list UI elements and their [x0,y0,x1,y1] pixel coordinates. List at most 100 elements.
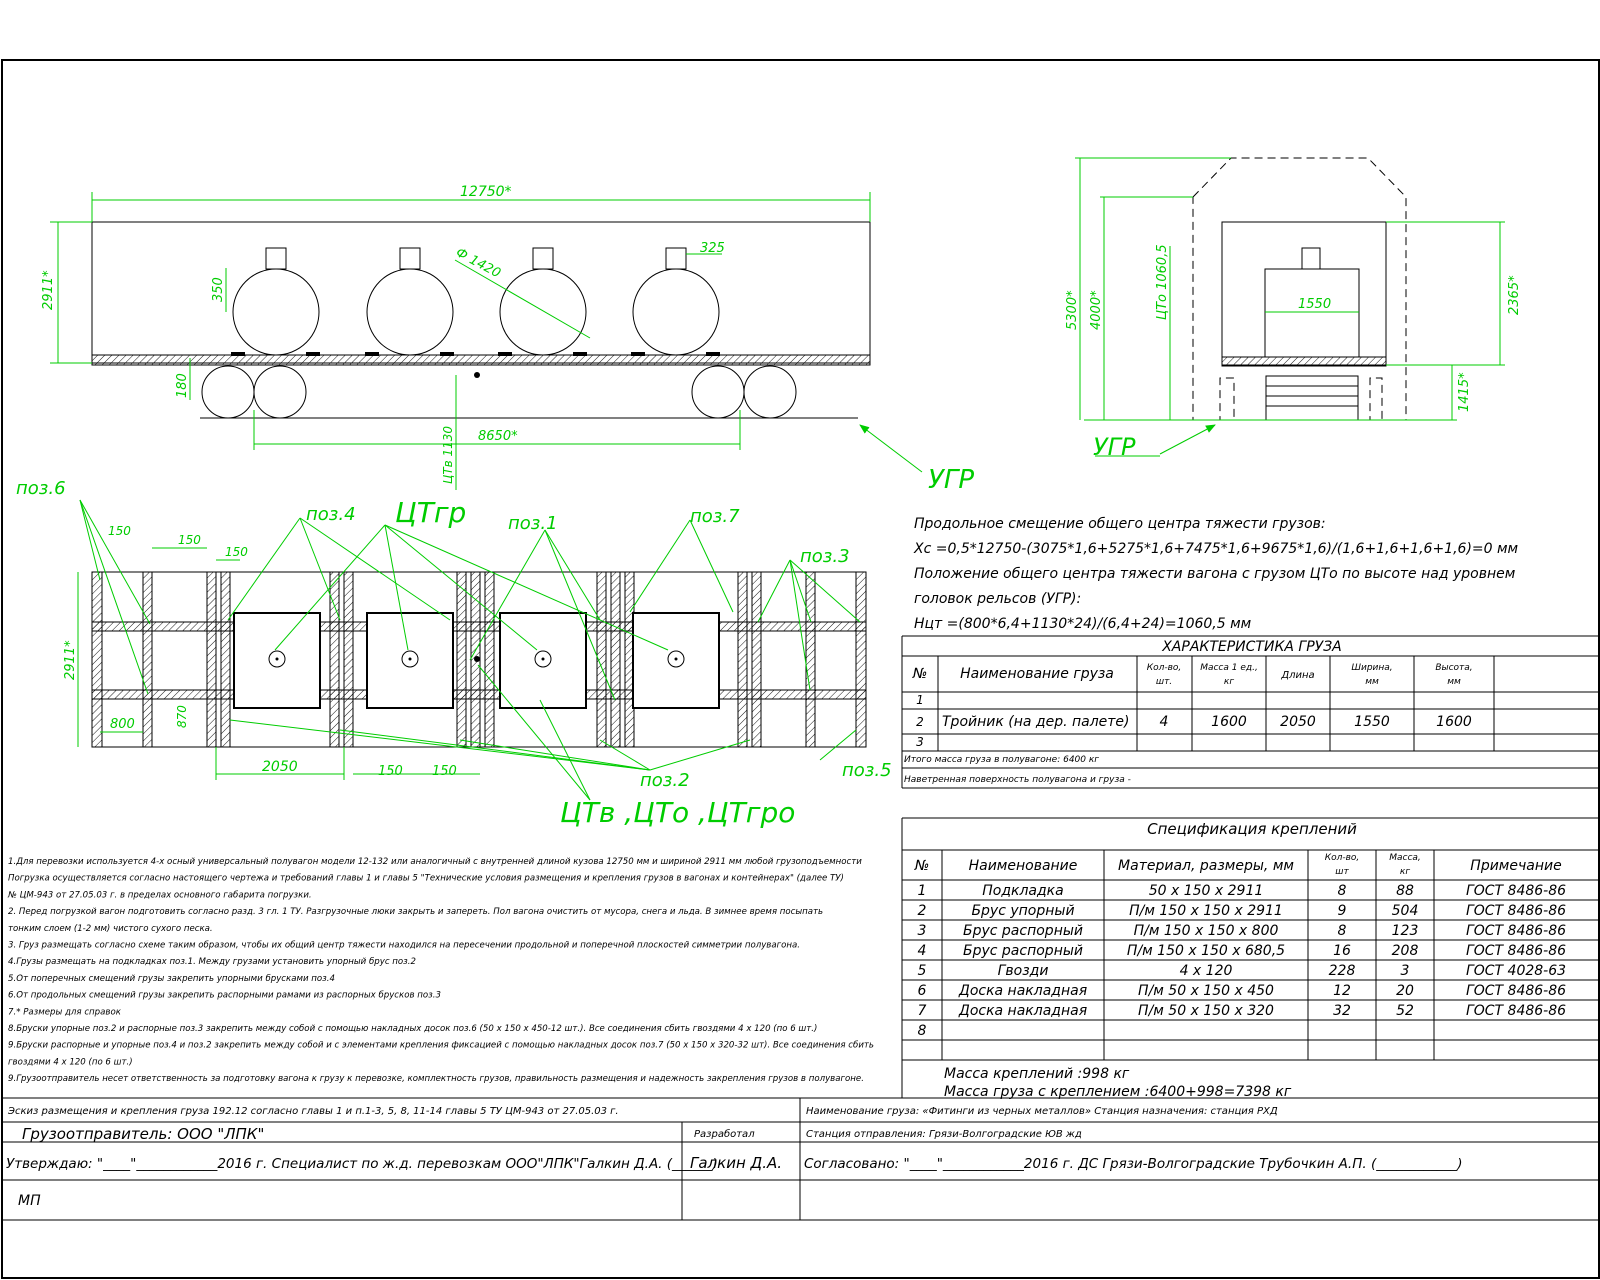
spec-cell: Подкладка [982,883,1063,899]
dim-180: 180 [175,373,190,398]
wagon-body-outline [91,221,871,364]
wheel [201,365,255,419]
cargo-cell: 3 [916,735,924,749]
dim-150-c: 150 [225,545,248,559]
spec-cell: Брус распорный [963,943,1083,959]
dim-height: 2911* [41,270,56,310]
wheel [691,365,745,419]
center-of-gravity-mark [474,372,480,378]
cargo-tee [499,247,587,356]
cargo-table: ХАРАКТЕРИСТИКА ГРУЗА № Наименование груза… [901,635,1599,789]
ugr-label-side: УГР [928,465,974,495]
spec-cell: П/м 50 х 150 х 450 [1138,983,1274,999]
cargo-plan [499,612,587,709]
cargo-cell: 1550 [1354,714,1390,730]
wagon-floor [91,354,871,366]
spec-cell: 88 [1396,883,1414,899]
approve-line: Утверждаю: "____"____________2016 г. Спе… [6,1156,718,1172]
cargo-header: Кол-во, [1147,663,1182,673]
loading-gauge-outline [1192,157,1407,421]
spec-cell: 16 [1333,943,1351,959]
stamp-label: МП [18,1193,41,1209]
cargo-header: Ширина, [1351,663,1392,673]
spec-cell: 50 х 150 х 2911 [1149,883,1264,899]
spec-cell: Доска накладная [958,983,1087,999]
cargo-tee [232,247,320,356]
cargo-header: мм [1447,677,1461,687]
calc-line-2: Хс =0,5*12750-(3075*1,6+5275*1,6+7475*1,… [913,541,1519,557]
spec-cell: 9 [1338,903,1347,919]
cargo-cell: 2 [916,715,924,729]
dim-150-a: 150 [108,524,131,538]
developer-name: Галкин Д.А. [690,1154,782,1172]
cargo-header: № [912,666,928,682]
cargo-tee [632,247,720,356]
spec-cell: 3 [918,923,927,939]
cargo-table-title: ХАРАКТЕРИСТИКА ГРУЗА [1161,639,1342,655]
station-caption: Станция отправления: Грязи-Волгоградские… [806,1129,1082,1140]
spec-header: Примечание [1470,858,1561,874]
calc-line-3: Положение общего центра тяжести вагона с… [914,566,1516,582]
spec-cell: П/м 150 х 150 х 680,5 [1127,943,1285,959]
spec-mass-total: Масса груза с креплением :6400+998=7398 … [944,1084,1292,1100]
spec-header: Материал, размеры, мм [1118,858,1294,874]
spec-cell: П/м 50 х 150 х 320 [1138,1003,1274,1019]
note-line: 3. Груз размещать согласно схеме таким о… [8,941,800,951]
dim-5300: 5300* [1065,290,1080,330]
cargo-header: мм [1365,677,1379,687]
note-line: 9.Бруски распорные и упорные поз.4 и поз… [8,1041,874,1051]
cargo-cell: 1 [916,693,924,707]
spec-cell: 1 [918,883,927,899]
spec-cell: 6 [918,983,927,999]
note-line: 5.От поперечных смещений грузы закрепить… [8,974,335,984]
cto-label: ЦТо 1060,5 [1155,244,1170,320]
spec-cell: 3 [1401,963,1410,979]
cargo-header: кг [1224,677,1234,687]
dim-length: 12750* [460,184,512,200]
note-line: 2. Перед погрузкой вагон подготовить сог… [8,907,823,917]
agreed-line: Согласовано: "____"____________2016 г. Д… [804,1156,1462,1172]
ctv-label: ЦТв 1130 [441,426,455,484]
leader-lines [79,499,861,801]
sketch-caption: Эскиз размещения и крепления груза 192.1… [7,1106,619,1117]
cargo-cell: 2050 [1280,714,1316,730]
ctgr-label: ЦТгр [395,496,466,529]
plan-view: 2911* 150 150 150 800 870 2050 150 150 п… [16,478,892,829]
spec-cell: 32 [1333,1003,1351,1019]
spec-cell: ГОСТ 8486-86 [1466,903,1566,919]
spec-header: Кол-во, [1325,853,1360,863]
calc-line-4: головок рельсов (УГР): [914,591,1081,607]
wheel [253,365,307,419]
spec-cell: Доска накладная [958,1003,1087,1019]
spec-cell: 504 [1392,903,1419,919]
spec-header: шт [1335,867,1349,877]
dim-1415: 1415* [1457,372,1472,412]
spec-cell: 2 [918,903,927,919]
spec-cell: 7 [918,1003,927,1019]
dim-800: 800 [110,717,135,732]
spec-cell: 123 [1392,923,1419,939]
cargo-end [1264,268,1360,358]
cargo-header: Наименование груза [960,666,1114,682]
dim-4000: 4000* [1089,290,1104,330]
spec-cell: ГОСТ 8486-86 [1466,943,1566,959]
spec-header: кг [1400,867,1410,877]
spec-cell: 20 [1396,983,1414,999]
notes-block: 1.Для перевозки используется 4-х осный у… [7,857,874,1084]
poz4-label: поз.4 [306,504,356,525]
dim-150-e: 150 [432,764,457,779]
dim-plan-width: 2911* [63,640,78,680]
note-line: 8.Бруски упорные поз.2 и распорные поз.3… [8,1024,817,1034]
floor-section [1221,356,1387,367]
spec-cell: 228 [1329,963,1356,979]
cargo-cell: Тройник (на дер. палете) [942,714,1130,730]
note-line: 9.Грузоотправитель несет ответственность… [8,1074,864,1084]
dim-150-b: 150 [178,533,201,547]
spec-cell: ГОСТ 8486-86 [1466,883,1566,899]
cargo-header: шт. [1156,677,1172,687]
poz7-label: поз.7 [690,506,740,527]
spec-cell: П/м 150 х 150 х 2911 [1129,903,1283,919]
spec-cell: 4 х 120 [1180,963,1233,979]
